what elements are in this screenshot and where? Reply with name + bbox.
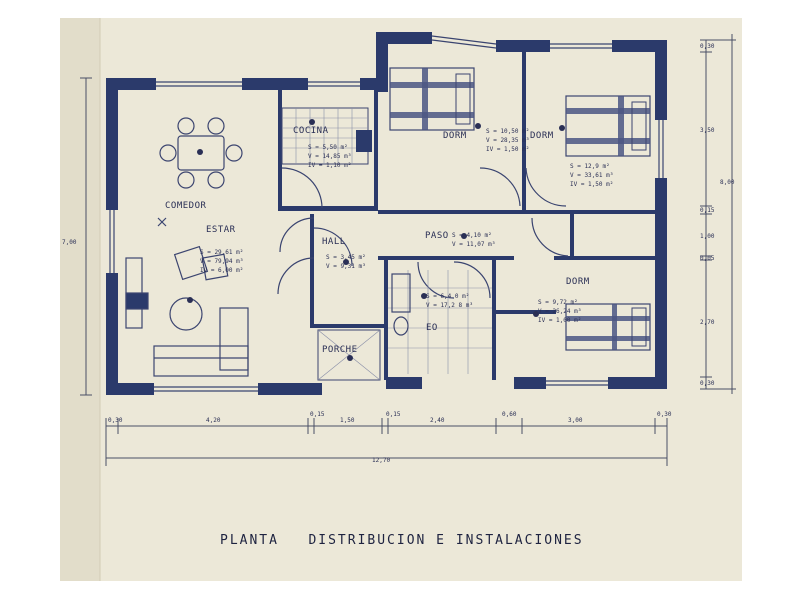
light-points [187,119,565,361]
dim-bottom-0: 0,30 [108,417,123,424]
label-paso: PASO [425,231,449,241]
estar-area-v: V = 79,94 m³ [200,258,243,265]
label-dorm2: DORM [530,131,554,141]
label-porche: PORCHE [322,345,358,355]
dorm1-area-iv: IV = 1,50 m² [486,146,529,153]
dorm2-area-v: V = 33,61 m³ [570,172,613,179]
cocina-area-iv: IV = 1,10 m² [308,162,351,169]
dim-right-3: 1,00 [700,233,715,240]
right-dimensions: 0,30 3,50 0,15 1,00 0,05 2,70 0,30 8,00 [700,34,736,394]
label-cocina: COCINA [293,126,329,136]
dim-right-0: 0,30 [700,43,715,50]
dim-total-depth: 8,00 [720,179,735,186]
dorm3-area-v: V = 26,24 m³ [538,308,581,315]
dim-left-total: 7,00 [62,239,77,246]
dim-bottom-6: 0,60 [502,411,517,418]
dim-right-5: 2,70 [700,319,715,326]
dim-bottom-3: 1,50 [340,417,355,424]
dorm2-area-iv: IV = 1,50 m² [570,181,613,188]
label-dorm3: DORM [566,277,590,287]
label-bano: EO [426,323,438,333]
dorm3-area-s: S = 9,72 m² [538,299,578,306]
label-comedor: COMEDOR [165,201,207,211]
blueprint-sheet: COMEDOR ESTAR COCINA HALL PASO DORM DORM… [60,18,742,581]
interior-walls [278,48,658,380]
dim-right-1: 3,50 [700,127,715,134]
dorm2-area-s: S = 12,9 m² [570,163,610,170]
dining-table [159,117,243,189]
room-labels: COMEDOR ESTAR COCINA HALL PASO DORM DORM… [165,126,590,355]
left-dimension: 7,00 [62,77,92,396]
dim-bottom-7: 3,00 [568,417,583,424]
windows [109,35,664,392]
dim-right-2: 0,15 [700,207,715,214]
paso-area-v: V = 11,07 m³ [452,241,495,248]
bano-area-s: S = 6,4 0 m² [426,293,469,300]
dim-bottom-2: 0,15 [310,411,325,418]
bano-area-v: V = 17,2 8 m³ [426,302,473,309]
label-dorm1: DORM [443,131,467,141]
porche-floor [317,329,381,381]
dorm1-area-v: V = 28,35 m³ [486,137,529,144]
dim-right-4: 0,05 [700,255,715,262]
dorm3-area-iv: IV = 1,00 m² [538,317,581,324]
living-furniture [125,217,249,377]
floor-plan: COMEDOR ESTAR COCINA HALL PASO DORM DORM… [60,18,736,581]
cocina-area-s: S = 5,50 m² [308,144,348,151]
hall-area-v: V = 9,31 m³ [326,263,366,270]
kitchen-counters [281,107,372,165]
paper-fold [60,18,100,581]
label-estar: ESTAR [206,225,236,235]
dim-total-width: 12,70 [372,457,390,464]
exterior-walls [106,32,667,395]
bed-dorm3 [565,303,651,351]
bed-dorm2 [565,95,651,157]
dim-bottom-1: 4,20 [206,417,221,424]
label-hall: HALL [322,237,346,247]
bed-dorm1 [389,67,475,131]
bathroom-fixtures [388,270,492,374]
dorm1-area-s: S = 10,50 m² [486,128,529,135]
plan-title: PLANTA DISTRIBUCION E INSTALACIONES [220,533,584,548]
hall-area-s: S = 3,45 m² [326,254,366,261]
cocina-area-v: V = 14,85 m³ [308,153,351,160]
estar-area-iv: IV = 6,00 m² [200,267,243,274]
paso-area-s: S = 4,10 m² [452,232,492,239]
dim-right-6: 0,30 [700,380,715,387]
estar-area-s: S = 29,61 m² [200,249,243,256]
bottom-dimensions: 0,30 4,20 0,15 1,50 0,15 2,40 0,60 3,00 … [105,411,672,466]
area-annotations: S = 5,50 m² V = 14,85 m³ IV = 1,10 m² S … [200,128,613,324]
dim-bottom-5: 2,40 [430,417,445,424]
dim-bottom-8: 0,30 [657,411,672,418]
dim-bottom-4: 0,15 [386,411,401,418]
